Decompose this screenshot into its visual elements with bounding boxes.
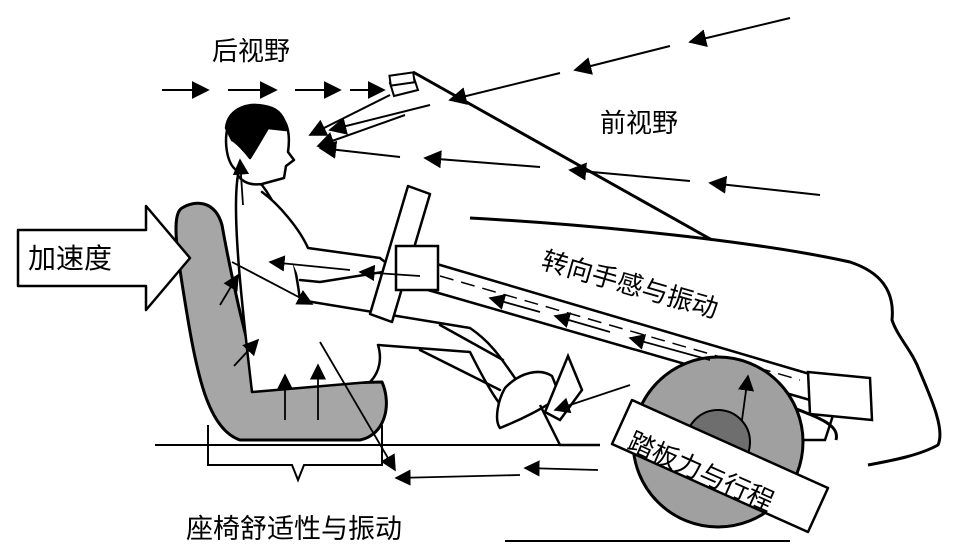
rear-view-label: 后视野 [212, 37, 290, 67]
acceleration-label: 加速度 [28, 242, 112, 275]
steering-feel-label: 转向手感与振动 [538, 246, 721, 325]
mirror-sightlines [308, 94, 406, 150]
steering-box [806, 370, 874, 422]
ground-line [155, 444, 790, 542]
pedal-force-label-box [610, 398, 830, 534]
seat [174, 201, 388, 442]
front-view-sightlines [318, 17, 821, 196]
seat-vibration-arrows [219, 158, 521, 486]
seat-comfort-label: 座椅舒适性与振动 [186, 514, 402, 545]
steering-feel-arrows [268, 255, 755, 421]
pedal [538, 352, 600, 447]
rearview-mirror [388, 71, 420, 98]
pedal-force-arrows [523, 384, 631, 477]
steering-wheel [368, 184, 440, 324]
acceleration-arrow [16, 204, 192, 312]
front-view-label: 前视野 [600, 109, 678, 139]
driver-figure [224, 103, 562, 430]
